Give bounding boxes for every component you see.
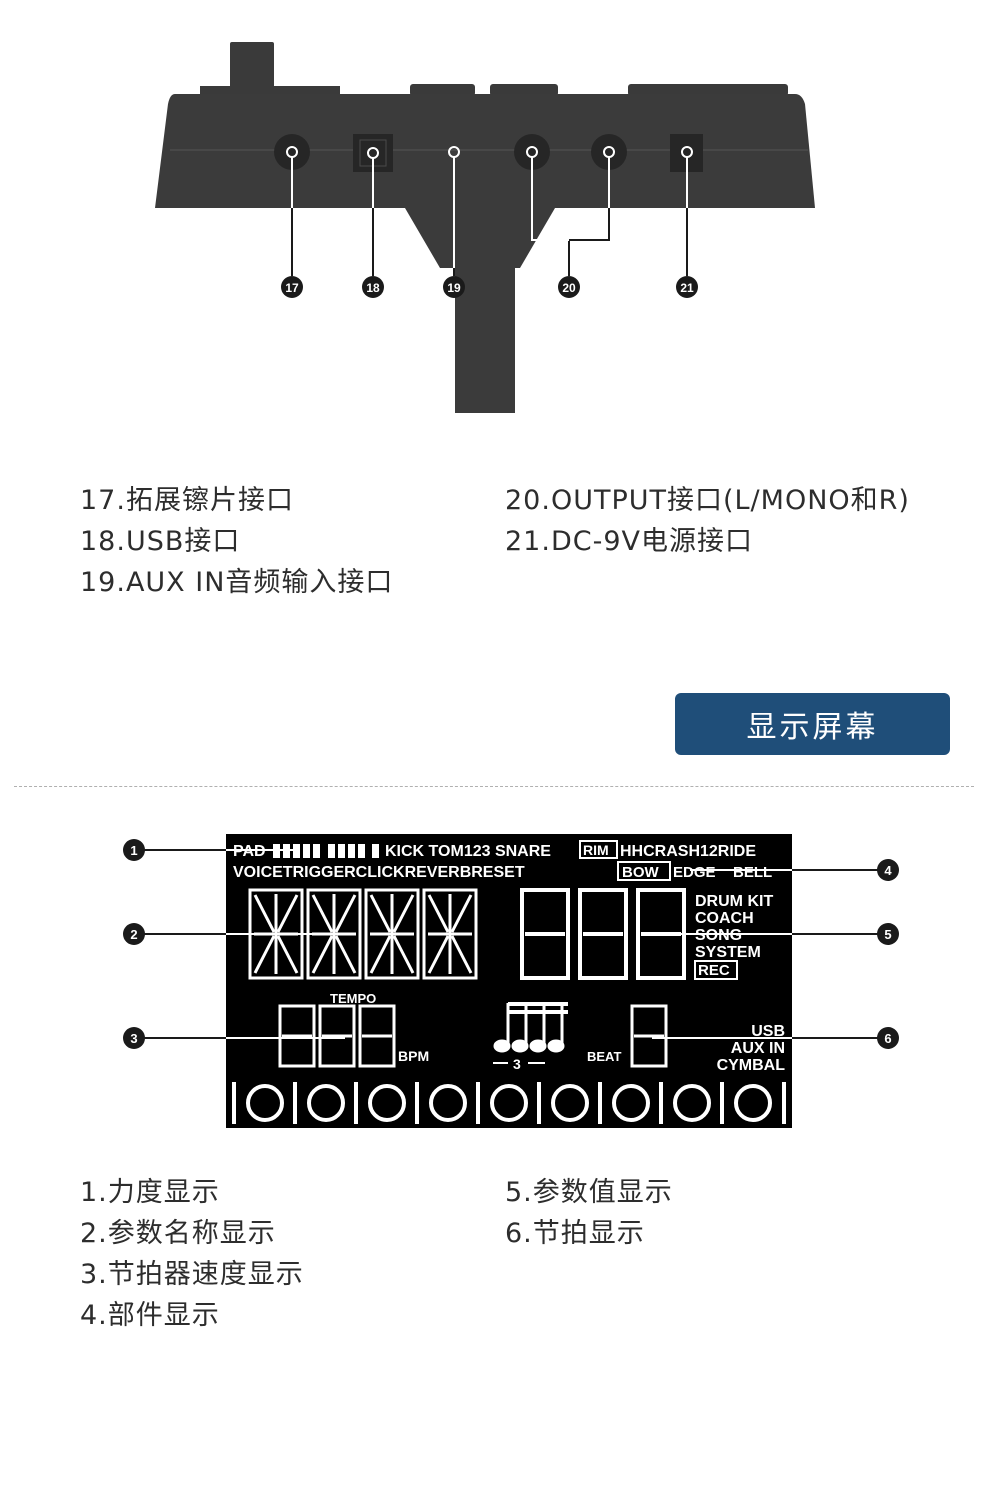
triplet-number: 3 [513,1056,521,1072]
display-legend-4: 4.部件显示 [80,1300,220,1331]
lcd-param-row: VOICETRIGGERCLICKREVERBRESET [233,864,525,881]
display-section-button[interactable]: 显示屏幕 [675,693,950,755]
svg-text:17: 17 [285,281,299,295]
beat-label: BEAT [587,1049,621,1064]
mount-post [455,268,515,413]
legend-item-21: 21.DC-9V电源接口 [505,526,753,557]
svg-text:2: 2 [130,927,137,942]
lcd-marker-5: 5 [877,923,899,945]
source-cymbal: CYMBAL [717,1057,786,1074]
mode-song: SONG [695,927,742,944]
metronome-notes-icon [493,1002,568,1053]
drum-module-rear-diagram: 17 18 19 20 21 [155,42,815,413]
legend-item-19: 19.AUX IN音频输入接口 [80,567,394,598]
svg-text:5: 5 [884,927,891,942]
svg-text:1: 1 [130,843,137,858]
lcd-marker-4: 4 [877,859,899,881]
mode-system: SYSTEM [695,944,761,961]
pad-indicator-row [232,1082,786,1124]
lcd-parts-label: KICK TOM123 SNARE [385,843,551,860]
lcd-marker-3: 3 [123,1027,145,1049]
lcd-panel [226,834,792,1128]
lcd-bow-label: BOW [622,864,660,881]
marker-18: 18 [362,276,384,298]
legend-item-20: 20.OUTPUT接口(L/MONO和R) [505,485,910,516]
lcd-marker-2: 2 [123,923,145,945]
legend-item-17: 17.拓展镲片接口 [80,485,294,516]
svg-text:19: 19 [447,281,461,295]
lcd-rim-label: RIM [583,842,609,858]
display-legend-3: 3.节拍器速度显示 [80,1259,304,1290]
display-legend-2: 2.参数名称显示 [80,1218,276,1249]
marker-17: 17 [281,276,303,298]
display-legend-5: 5.参数值显示 [505,1177,673,1208]
module-body [155,94,815,208]
module-mount [405,208,555,268]
marker-20: 20 [558,276,580,298]
lcd-marker-6: 6 [877,1027,899,1049]
lcd-bell-label: BELL [733,864,772,881]
mode-drum-kit: DRUM KIT [695,893,773,910]
svg-text:3: 3 [130,1031,137,1046]
svg-text:18: 18 [366,281,380,295]
display-legend-6: 6.节拍显示 [505,1218,645,1249]
lcd-edge-label: EDGE [673,864,716,881]
svg-text:20: 20 [562,281,576,295]
svg-text:6: 6 [884,1031,891,1046]
marker-19: 19 [443,276,465,298]
legend-item-18: 18.USB接口 [80,526,241,557]
tempo-label: TEMPO [330,991,376,1006]
source-usb: USB [751,1023,785,1040]
lcd-screen-diagram: PAD KICK TOM123 SNARE RIM HHCRASH12RIDE … [123,834,899,1128]
display-legend-1: 1.力度显示 [80,1177,220,1208]
mode-coach: COACH [695,910,754,927]
volume-knob [230,42,274,94]
marker-21: 21 [676,276,698,298]
dc-power-jack [670,134,703,172]
svg-text:4: 4 [884,863,892,878]
rec-indicator: REC [698,962,730,979]
section-divider [14,786,974,787]
bpm-label: BPM [398,1048,429,1064]
lcd-pad-label: PAD [233,843,266,860]
source-aux-in: AUX IN [731,1040,785,1057]
lcd-cymbals-label: HHCRASH12RIDE [620,843,756,860]
svg-text:21: 21 [680,281,694,295]
lcd-marker-1: 1 [123,839,145,861]
